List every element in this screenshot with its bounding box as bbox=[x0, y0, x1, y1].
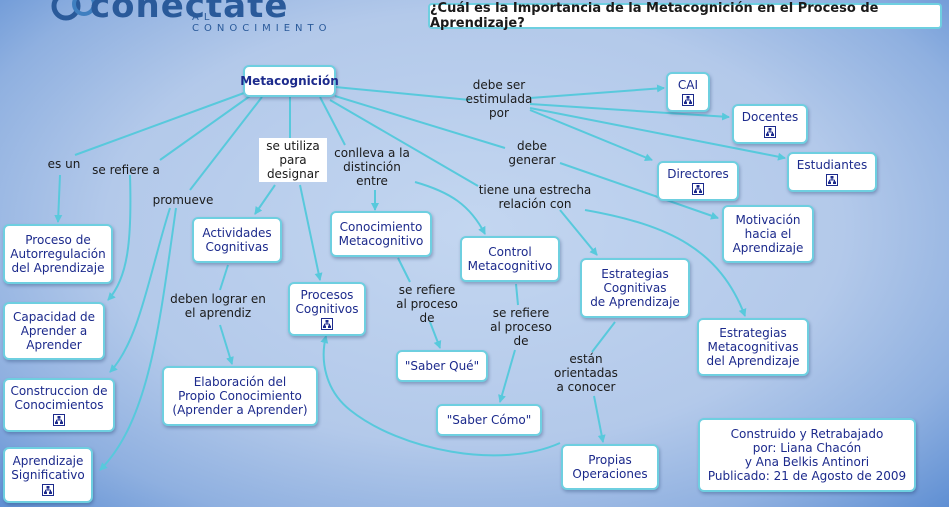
link-conlleva: conlleva a la distinción entre bbox=[334, 146, 410, 188]
concept-label: Estrategias Cognitivas de Aprendizaje bbox=[590, 267, 680, 309]
edge-relacion-estrategiasmeta bbox=[584, 209, 747, 317]
edge-estimulada-directores bbox=[529, 109, 653, 162]
edge-seutiliza-procesos bbox=[299, 184, 323, 281]
credits-text: Construido y Retrabajado por: Liana Chac… bbox=[707, 427, 907, 483]
concept-construccion[interactable]: Construccion de Conocimientos bbox=[3, 378, 115, 432]
concept-conocimiento-metacognitivo[interactable]: Conocimiento Metacognitivo bbox=[330, 211, 432, 257]
concept-metacognicion[interactable]: Metacognición bbox=[240, 65, 339, 97]
concept-propias-operaciones[interactable]: Propias Operaciones bbox=[561, 444, 659, 490]
concept-label: "Saber Qué" bbox=[404, 359, 480, 373]
edge-lograr-elaboracion bbox=[219, 324, 234, 365]
concept-elaboracion[interactable]: Elaboración del Propio Conocimiento (Apr… bbox=[162, 366, 318, 426]
edge-estimulada-cai bbox=[529, 84, 665, 99]
concept-significativo[interactable]: Aprendizaje Significativo bbox=[3, 447, 93, 503]
link-tiene-relacion: tiene una estrecha relación con bbox=[478, 183, 592, 211]
resource-icon[interactable] bbox=[764, 126, 776, 138]
concept-label: Motivación hacia el Aprendizaje bbox=[732, 213, 804, 255]
edge-conlleva-control bbox=[414, 181, 486, 235]
credits-box: Construido y Retrabajado por: Liana Chac… bbox=[698, 418, 916, 492]
concept-label: "Saber Cómo" bbox=[446, 413, 532, 427]
concept-label: Metacognición bbox=[240, 74, 339, 88]
link-se-utiliza: se utiliza para designar bbox=[259, 138, 327, 182]
link-deben-lograr: deben lograr en el aprendiz bbox=[170, 292, 266, 320]
concept-cai[interactable]: CAI bbox=[666, 72, 710, 112]
concept-estrategias-cognitivas[interactable]: Estrategias Cognitivas de Aprendizaje bbox=[580, 258, 690, 318]
resource-icon[interactable] bbox=[42, 484, 54, 496]
link-debe-generar: debe generar bbox=[508, 139, 556, 167]
concept-label: Actividades Cognitivas bbox=[202, 226, 272, 254]
edge-orientadas-procesos bbox=[320, 335, 561, 457]
logo-wordmark: conectate bbox=[90, 0, 289, 26]
map-title: ¿Cuál es la Importancia de la Metacognic… bbox=[428, 1, 942, 31]
concept-estrategias-metacognitivas[interactable]: Estrategias Metacognitivas del Aprendiza… bbox=[697, 318, 809, 376]
link-estan-orientadas: están orientadas a conocer bbox=[554, 352, 618, 394]
concept-procesos[interactable]: Procesos Cognitivos bbox=[288, 282, 366, 336]
concept-label: Aprendizaje Significativo bbox=[11, 454, 85, 482]
edge-serefiere-capacidad bbox=[107, 174, 132, 301]
concept-estudiantes[interactable]: Estudiantes bbox=[787, 152, 877, 192]
concept-saber-que[interactable]: "Saber Qué" bbox=[396, 350, 488, 382]
concept-label: CAI bbox=[677, 78, 699, 92]
resource-icon[interactable] bbox=[321, 318, 333, 330]
concept-motivacion[interactable]: Motivación hacia el Aprendizaje bbox=[722, 205, 814, 263]
edge-meta-estimulada bbox=[334, 86, 471, 101]
concept-label: Estudiantes bbox=[796, 158, 868, 172]
concept-actividades[interactable]: Actividades Cognitivas bbox=[192, 217, 282, 263]
edge-meta-relacion bbox=[329, 99, 479, 187]
edge-estimulada-docentes bbox=[529, 103, 730, 121]
link-es-un: es un bbox=[47, 157, 81, 171]
concept-label: Capacidad de Aprender a Aprender bbox=[12, 310, 96, 352]
link-debe-ser-estimulada: debe ser estimulada por bbox=[465, 78, 533, 120]
concept-label: Procesos Cognitivos bbox=[295, 288, 359, 316]
concept-label: Control Metacognitivo bbox=[467, 245, 553, 273]
resource-icon[interactable] bbox=[53, 414, 65, 426]
edge-control-serefiere bbox=[515, 283, 519, 306]
concept-label: Directores bbox=[667, 167, 729, 181]
concept-label: Estrategias Metacognitivas del Aprendiza… bbox=[706, 326, 800, 368]
resource-icon[interactable] bbox=[682, 94, 694, 106]
edge-estimulada-estudiantes bbox=[529, 107, 786, 161]
edge-generar-motivacion bbox=[559, 162, 719, 220]
concept-label: Construccion de Conocimientos bbox=[10, 384, 108, 412]
concept-label: Proceso de Autorregulación del Aprendiza… bbox=[10, 233, 106, 275]
concept-directores[interactable]: Directores bbox=[657, 161, 739, 201]
edge-meta-generar bbox=[334, 95, 506, 149]
logo: conectate AL CONOCIMIENTO bbox=[0, 0, 350, 34]
link-se-refiere-proceso-1: se refiere al proceso de bbox=[396, 283, 458, 325]
concept-autorregulacion[interactable]: Proceso de Autorregulación del Aprendiza… bbox=[3, 224, 113, 284]
concept-saber-como[interactable]: "Saber Cómo" bbox=[436, 404, 542, 436]
concept-label: Elaboración del Propio Conocimiento (Apr… bbox=[172, 375, 308, 417]
resource-icon[interactable] bbox=[692, 183, 704, 195]
edge-meta-serefiere bbox=[159, 95, 251, 161]
edge-orientadas-propias bbox=[593, 395, 606, 443]
link-se-refiere-a: se refiere a bbox=[92, 163, 160, 177]
link-promueve: promueve bbox=[152, 193, 214, 207]
concept-docentes[interactable]: Docentes bbox=[732, 104, 808, 144]
edge-meta-conlleva bbox=[319, 96, 346, 146]
resource-icon[interactable] bbox=[826, 174, 838, 186]
edge-meta-promueve bbox=[189, 96, 263, 191]
edge-promueve-significativo bbox=[99, 207, 177, 471]
edge-actividades-lograr bbox=[219, 264, 229, 291]
edge-esun-autorregulacion bbox=[54, 174, 63, 223]
edge-seutiliza-actividades bbox=[254, 184, 276, 215]
edge-estrategias-orientadas bbox=[591, 321, 616, 353]
logo-tagline: AL CONOCIMIENTO bbox=[192, 12, 332, 34]
edge-meta-esun bbox=[74, 92, 245, 156]
link-se-refiere-proceso-2: se refiere al proceso de bbox=[490, 306, 552, 348]
logo-mark-icon bbox=[51, 0, 96, 21]
edge-conocimiento-serefiere bbox=[397, 257, 411, 283]
concept-label: Conocimiento Metacognitivo bbox=[338, 220, 424, 248]
edge-promueve-construccion bbox=[109, 207, 171, 373]
concept-label: Propias Operaciones bbox=[572, 453, 648, 481]
concept-label: Docentes bbox=[741, 110, 799, 124]
edge-relacion-estrategiascog bbox=[559, 209, 598, 256]
edge-serefiere-sabercomo bbox=[498, 349, 516, 403]
concept-control-metacognitivo[interactable]: Control Metacognitivo bbox=[460, 236, 560, 282]
edge-serefiere-saberque bbox=[429, 321, 442, 349]
concept-capacidad[interactable]: Capacidad de Aprender a Aprender bbox=[3, 302, 105, 360]
